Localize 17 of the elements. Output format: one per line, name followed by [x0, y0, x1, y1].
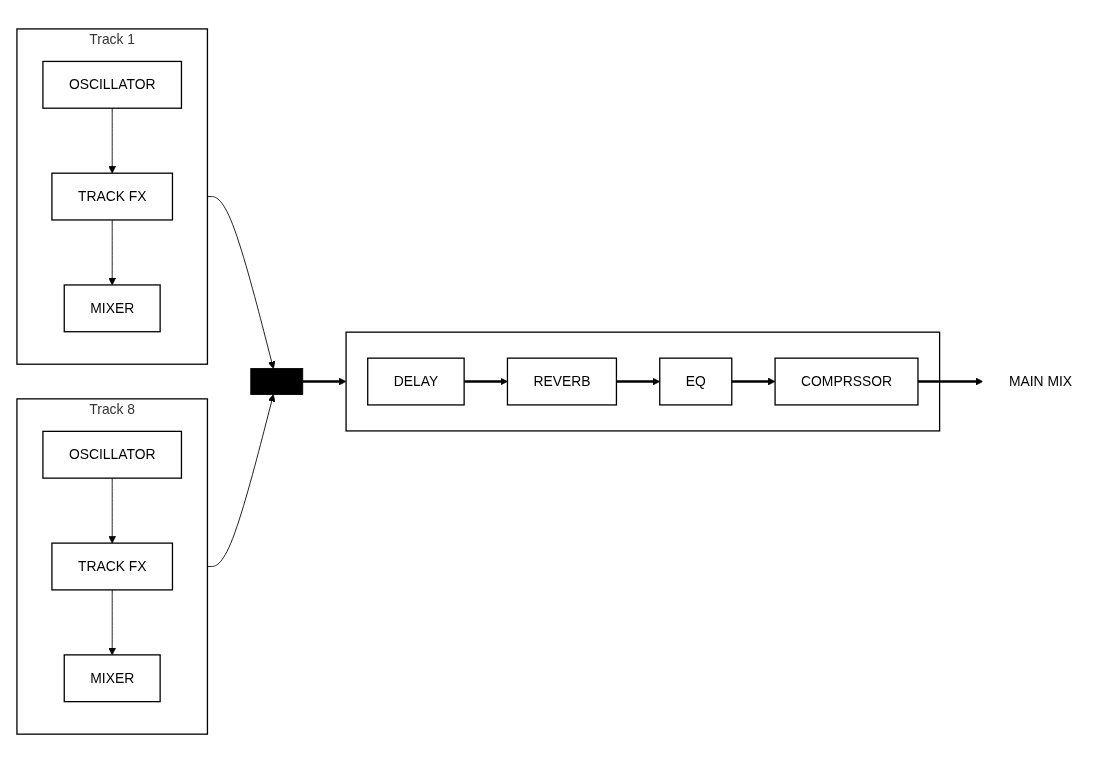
node-box: OSCILLATOR — [42, 60, 183, 109]
arrow — [917, 377, 984, 386]
arrow — [731, 377, 776, 386]
node-box: TRACK FX — [51, 542, 174, 591]
arrow — [464, 377, 508, 386]
cluster — [345, 331, 941, 432]
arrow — [302, 377, 347, 386]
node-box: DELAY — [367, 357, 465, 406]
node-box: COMPRSSOR — [774, 357, 919, 406]
node-box — [250, 368, 304, 395]
node-text: MAIN MIX — [1008, 373, 1073, 389]
node-box: TRACK FX — [51, 172, 174, 221]
node-box: MIXER — [63, 654, 161, 703]
node-box: MIXER — [63, 284, 161, 333]
node-box: OSCILLATOR — [42, 430, 183, 479]
node-box: REVERB — [506, 357, 618, 406]
node-box: EQ — [659, 357, 733, 406]
